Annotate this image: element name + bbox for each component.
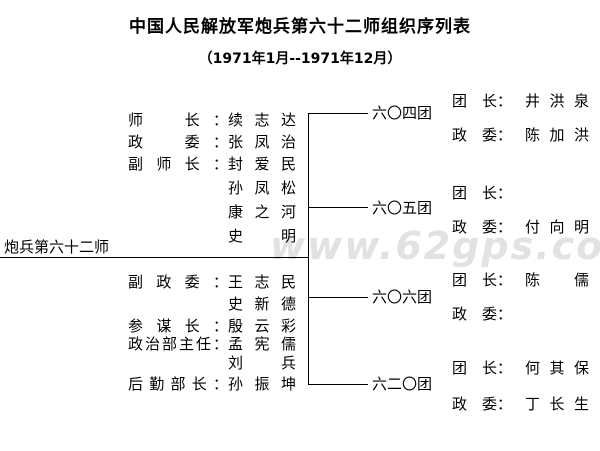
leader-role: 参谋长： <box>128 317 228 335</box>
leader-name: 孙凤松 <box>228 179 296 197</box>
unit-name: 六〇五团 <box>372 199 433 217</box>
commissar-name: 陈加洪 <box>525 126 589 144</box>
commissar-label: 政 委： <box>452 305 513 323</box>
leader-name: 史新德 <box>228 295 296 313</box>
leader-name: 张凤治 <box>228 133 296 151</box>
unit-name: 六〇四团 <box>372 104 433 122</box>
leader-name: 殷云彩 <box>228 317 296 335</box>
leader-name: 康之河 <box>228 203 296 221</box>
period-subtitle: （1971年1月--1971年12月） <box>198 51 402 67</box>
page-title: 中国人民解放军炮兵第六十二师组织序列表 <box>129 17 471 37</box>
watermark: www.62gps.com <box>270 224 600 268</box>
unit-name: 六二〇团 <box>372 375 433 393</box>
commissar-name: 付向明 <box>525 218 589 236</box>
commander-label: 团 长： <box>452 184 513 202</box>
branch-line-604 <box>308 113 368 114</box>
division-name: 炮兵第六十二师 <box>4 238 110 256</box>
leader-role: 副师长： <box>128 155 228 173</box>
commissar-label: 政 委： <box>452 218 513 236</box>
leader-name: 封爱民 <box>228 155 296 173</box>
branch-line-606 <box>308 297 368 298</box>
leader-role: 师 长： <box>128 111 228 129</box>
leader-name: 王志民 <box>228 273 296 291</box>
leader-role: 副政委： <box>128 273 228 291</box>
commander-label: 团 长： <box>452 92 513 110</box>
commissar-name: 丁长生 <box>525 395 589 413</box>
leader-role: 政治部主任： <box>128 335 228 353</box>
branch-line-605 <box>308 207 368 208</box>
commissar-label: 政 委： <box>452 395 513 413</box>
branch-line-620 <box>308 384 368 385</box>
leader-name: 刘 兵 <box>228 354 296 372</box>
unit-name: 六〇六团 <box>372 288 433 306</box>
leader-name: 孟宪儒 <box>228 335 296 353</box>
commander-name: 陈 儒 <box>525 271 589 289</box>
leader-role: 政 委： <box>128 133 228 151</box>
commander-label: 团 长： <box>452 271 513 289</box>
division-connector-line <box>0 257 308 258</box>
commander-name: 何其保 <box>525 359 589 377</box>
leader-name: 续志达 <box>228 111 296 129</box>
leader-name: 史 明 <box>228 227 296 245</box>
leader-role: 后勤部长： <box>128 375 228 393</box>
bracket-vertical-line <box>308 113 309 385</box>
commander-label: 团 长： <box>452 359 513 377</box>
leader-name: 孙振坤 <box>228 375 296 393</box>
commissar-label: 政 委： <box>452 126 513 144</box>
commander-name: 井洪泉 <box>525 92 589 110</box>
